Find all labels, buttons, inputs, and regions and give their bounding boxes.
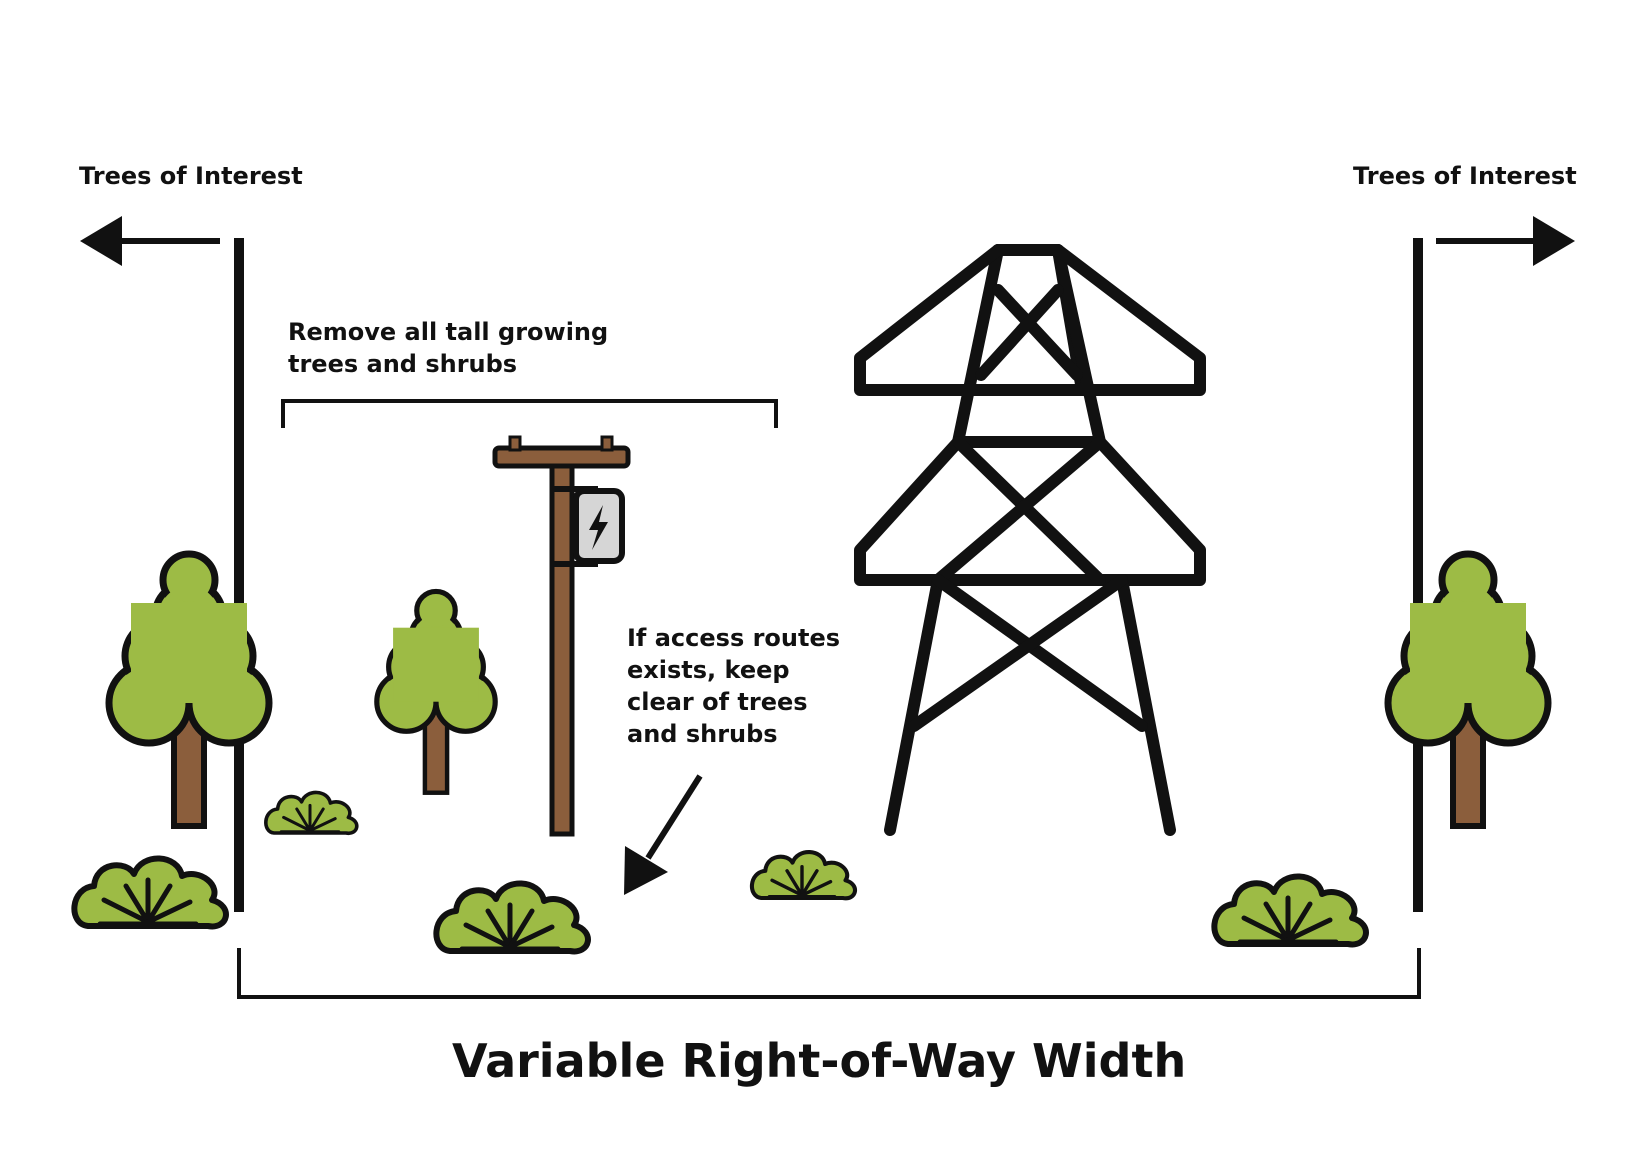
remove-trees-label-line2: trees and shrubs [288, 350, 518, 378]
tree-icon [377, 591, 495, 792]
access-arrow-icon [624, 774, 703, 895]
row-width-title: Variable Right-of-Way Width [452, 1034, 1187, 1088]
shrub-icon [74, 858, 226, 926]
remove-trees-label-line1: Remove all tall growing [288, 318, 609, 346]
shrub-icon [752, 852, 855, 898]
shrub-icon [1214, 876, 1366, 944]
access-routes-label-line1: If access routes [627, 624, 841, 652]
arrow-right-icon [1436, 216, 1575, 266]
shrub-icon [436, 883, 588, 951]
lightning-bolt-icon [589, 505, 608, 550]
shrub-icon [264, 790, 359, 836]
transformer-icon [573, 488, 625, 564]
access-routes-label-line4: and shrubs [627, 720, 778, 748]
remove-zone-bracket [281, 399, 778, 428]
utility-pole-icon [492, 435, 631, 837]
row-width-bracket [237, 948, 1421, 999]
trees-of-interest-left-label: Trees of Interest [79, 162, 303, 190]
access-routes-label-line2: exists, keep [627, 656, 790, 684]
tree-icon [1388, 554, 1548, 826]
transmission-tower-icon [854, 244, 1206, 836]
arrow-left-icon [80, 216, 220, 266]
tree-icon [109, 554, 269, 826]
trees-of-interest-right-label: Trees of Interest [1353, 162, 1577, 190]
access-routes-label-line3: clear of trees [627, 688, 808, 716]
